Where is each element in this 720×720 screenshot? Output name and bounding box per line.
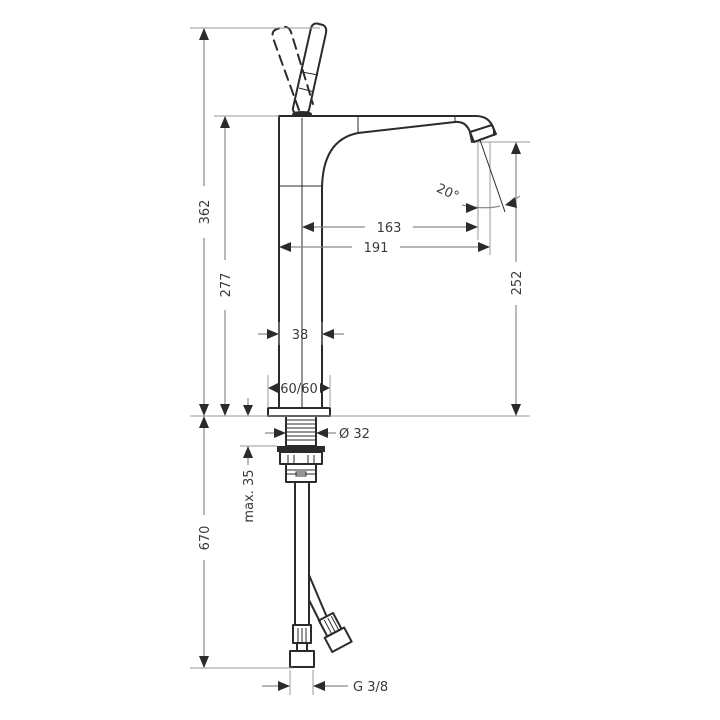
- label-38: 38: [292, 328, 309, 343]
- dim-max-deck-thickness: max. 35: [242, 446, 257, 523]
- dim-projection-total: 191: [279, 241, 490, 256]
- dim-projection-inner: 163: [302, 221, 478, 236]
- supply-hoses: [289, 481, 353, 668]
- label-252: 252: [510, 271, 525, 296]
- lever-handle: [271, 22, 328, 117]
- dim-spout-base-height: 277: [219, 116, 234, 416]
- label-670: 670: [198, 526, 213, 551]
- label-diameter-32: Ø 32: [339, 427, 370, 442]
- dim-thread-diameter: Ø 32: [265, 427, 370, 442]
- label-163: 163: [377, 221, 402, 236]
- dim-base-plate: 60/60: [268, 382, 330, 397]
- dim-outlet-height: 252: [510, 142, 525, 416]
- dim-hose-length: 670: [198, 416, 213, 668]
- label-60-60: 60/60: [280, 382, 317, 397]
- base-mounting: [267, 407, 331, 483]
- dim-spray-angle: 20°: [434, 181, 521, 213]
- label-191: 191: [364, 241, 389, 256]
- dim-connection-thread: G 3/8: [262, 680, 388, 695]
- label-20-deg: 20°: [434, 181, 461, 204]
- faucet-body: [278, 115, 497, 409]
- extension-lines: [190, 27, 530, 695]
- label-277: 277: [219, 273, 234, 298]
- dim-total-height: 362: [198, 28, 213, 416]
- dim-deck-marker: [243, 398, 253, 416]
- label-362: 362: [198, 200, 213, 225]
- dim-body-width: 38: [258, 328, 344, 343]
- label-max-35: max. 35: [242, 469, 257, 522]
- label-g-3-8: G 3/8: [353, 680, 388, 695]
